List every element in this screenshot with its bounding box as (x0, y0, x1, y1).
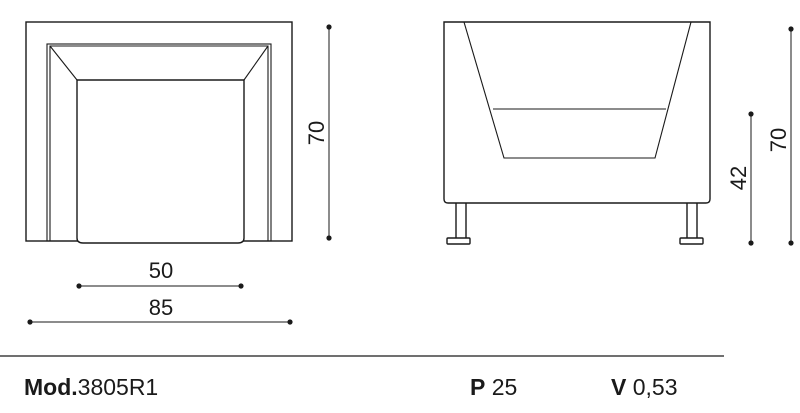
side-left-foot (446, 237, 471, 245)
p-info: P 25 (470, 374, 517, 401)
side-left-leg (455, 201, 467, 240)
total-width-dimension: 85 (27, 295, 293, 325)
model-value: 3805R1 (77, 374, 159, 400)
front-seat-cushion (76, 79, 245, 244)
total-width-label: 85 (149, 295, 173, 320)
front-height-label: 70 (304, 121, 329, 145)
v-value: 0,53 (632, 374, 678, 400)
side-view (443, 21, 711, 245)
side-height-dimension: 70 (766, 26, 794, 246)
front-view (25, 21, 293, 244)
side-seat-height-dimension: 42 (726, 111, 754, 246)
seat-width-dimension: 50 (76, 258, 244, 289)
v-label: V (611, 374, 627, 400)
model-info: Mod.3805R1 (24, 374, 158, 401)
v-info: V 0,53 (611, 374, 678, 401)
front-left-bevel (49, 45, 78, 81)
side-right-foot (679, 237, 704, 245)
seat-width-label: 50 (149, 258, 173, 283)
model-label: Mod. (24, 374, 78, 400)
p-value: 25 (491, 374, 518, 400)
front-back-cushion (49, 45, 269, 241)
side-right-leg (686, 201, 698, 240)
side-seat-height-label: 42 (726, 166, 751, 190)
front-height-dimension: 70 (304, 24, 332, 241)
front-right-bevel (243, 45, 269, 81)
side-body (443, 21, 711, 204)
p-label: P (470, 374, 486, 400)
side-backrest (463, 21, 692, 159)
side-height-label: 70 (766, 128, 791, 152)
